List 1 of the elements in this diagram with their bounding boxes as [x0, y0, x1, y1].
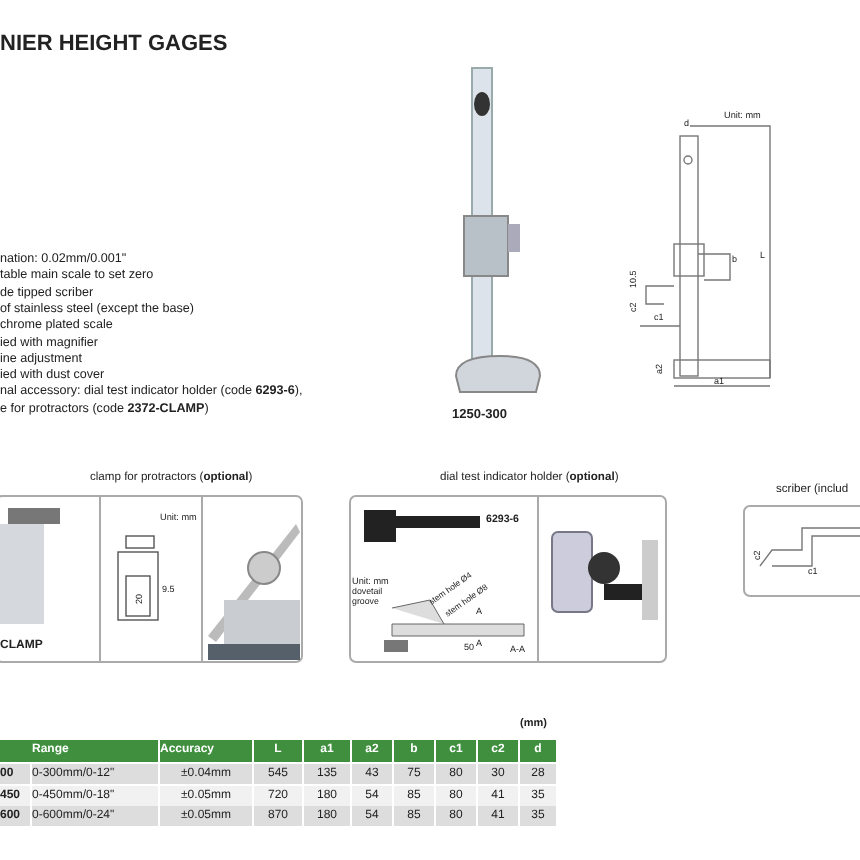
page-title: NIER HEIGHT GAGES — [0, 32, 228, 57]
